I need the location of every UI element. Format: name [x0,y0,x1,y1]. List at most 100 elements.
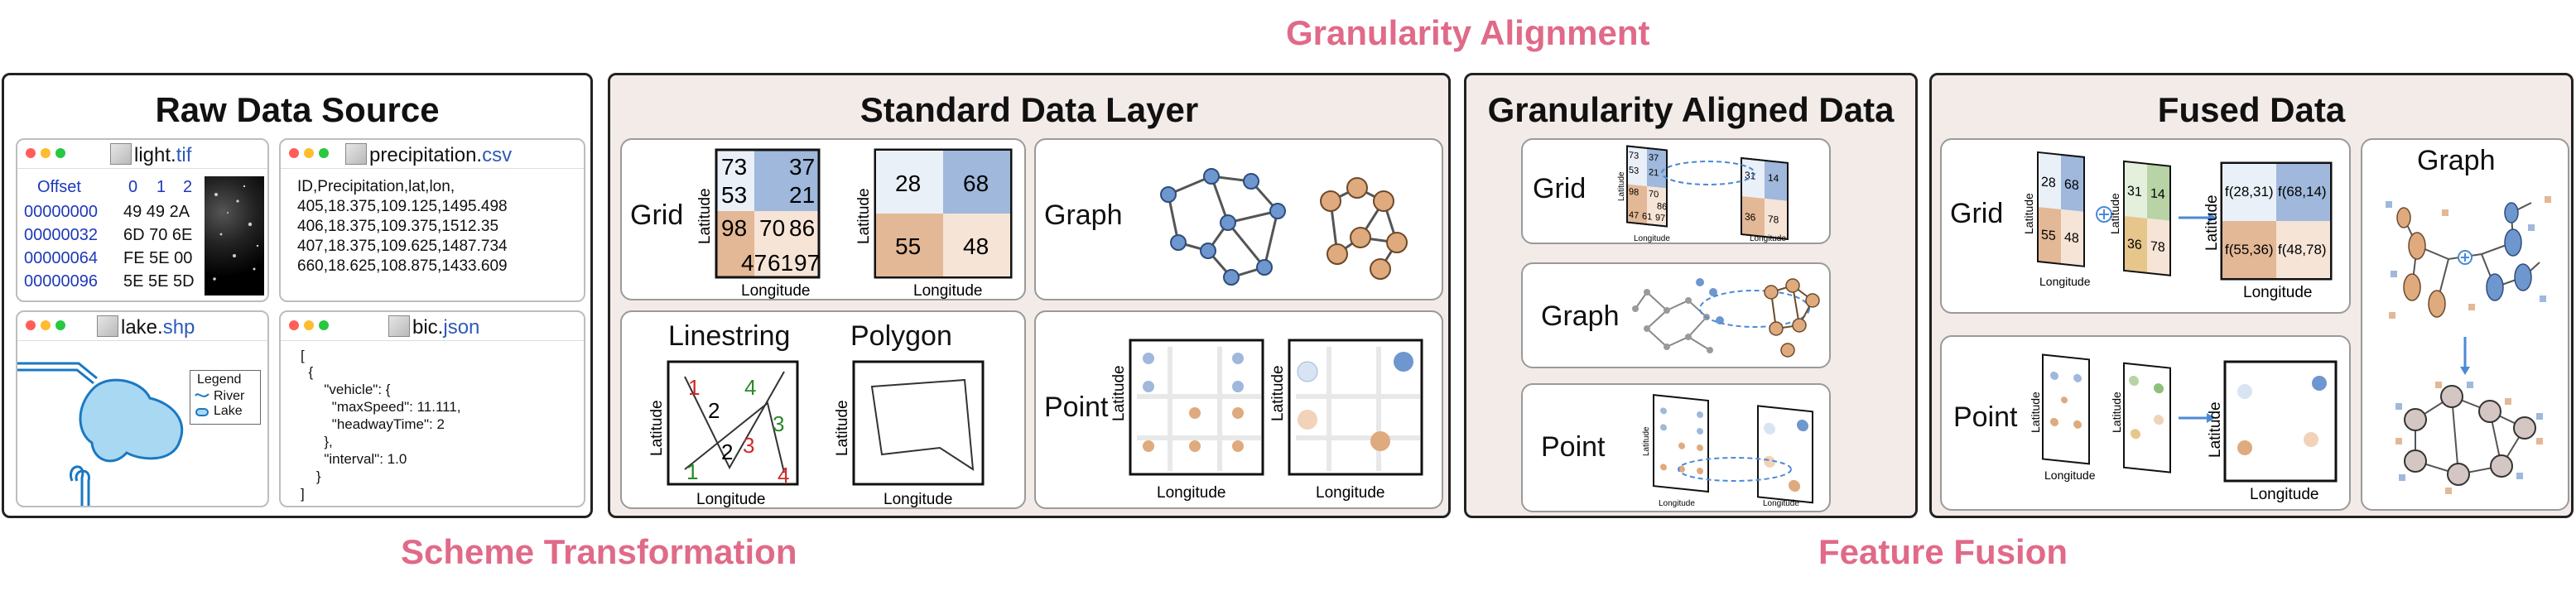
fused-point-card: Point Longitude Longitude Latitude Latit… [1940,335,2351,511]
csv-line: 407,18.375,109.625,1487.734 [297,238,508,255]
arrow-down-icon [2460,367,2470,375]
tif-file-name: light.tif [110,143,191,167]
axis-xlabel: Longitude [913,282,982,299]
aligned-point-label: Point [1541,431,1606,463]
grid-cell-value: 70 [759,215,785,241]
aligned-graph-figure [1632,278,1820,358]
fused-graph-card: Graph [2361,138,2569,511]
json-line: [ [301,348,305,363]
aligned-point-card: Point Longitude Longitude Latitude [1521,383,1831,512]
axis-xlabel: Longitude [1763,499,1799,508]
fused-grid-card: Grid 28 68 55 48 31 14 36 78 [1940,138,2351,314]
axis-xlabel: Longitude [1157,484,1225,502]
raw-data-source-panel: Raw Data Source light.tif Offset 0 1 2 0… [2,73,593,518]
axis-ylabel: Latitude [2203,195,2221,251]
fused-cell-value: 78 [2150,238,2165,255]
tif-bytes: 5E 5E 5D [123,272,195,291]
standard-graph-card: Graph [1034,138,1443,300]
axis-ylabel: Latitude [2110,392,2123,433]
line-node-num: 2 [708,398,720,423]
grid-cell-value: 98 [721,215,747,241]
big-cell-value: 14 [1768,171,1779,184]
axis-xlabel: Longitude [1634,234,1670,243]
axis-ylabel: Latitude [2207,401,2224,458]
alignment-arrow [1661,161,1755,185]
axis-ylabel: Latitude [2031,392,2042,433]
graph-label: Graph [1044,199,1123,231]
small-cell-value: 70 [1649,189,1659,199]
fused-cell-value: 55 [2041,227,2056,243]
fused-cell-value: 31 [2127,183,2142,199]
small-cell-value: 37 [1649,152,1659,163]
stage-label-feature-fusion: Feature Fusion [1818,532,2068,571]
json-file-name: bic.json [388,315,479,339]
fused-cell-value: 14 [2150,185,2165,202]
legend-symbols [195,393,209,416]
fused-grid-label: Grid [1950,198,2004,229]
aligned-grid-label: Grid [1533,173,1587,204]
line-node-num: 1 [688,375,700,400]
grid-cell-value: 86 [789,215,815,241]
linestring-polygon-figure: 1 2 3 4 1 2 3 4 Longitude Latitude Longi… [648,360,985,508]
grid-cell-value: 37 [789,154,815,180]
tif-col-2: 2 [183,178,193,196]
small-cell-value: 86 [1657,201,1667,212]
legend-lake: Lake [214,404,243,418]
axis-xlabel: Longitude [1659,499,1695,508]
line-node-num: 2 [721,440,733,464]
small-cell-value: 61 [1642,211,1652,222]
line-node-num: 4 [778,463,789,488]
fused-grid-figure: 28 68 55 48 31 14 36 78 f(28,31) f(68,14… [2022,151,2333,301]
fused-result-value: f(28,31) [2225,184,2274,199]
big-cell-value: 78 [1768,213,1779,225]
arrow-right-icon [2208,213,2217,223]
file-icon [345,143,367,165]
fused-point-label: Point [1953,401,2018,433]
legend-title: Legend [197,372,242,387]
grid-cell-value: 28 [895,171,921,196]
fused-panel-title: Fused Data [2157,90,2346,129]
axis-xlabel: Longitude [2039,275,2091,288]
axis-ylabel: Latitude [834,400,851,456]
axis-xlabel: Longitude [696,491,765,508]
lake-shape [79,378,184,463]
axis-ylabel: Latitude [2108,193,2121,234]
csv-file-window: precipitation.csv ID,Precipitation,lat,l… [279,138,585,302]
fused-cell-value: 28 [2041,174,2056,190]
grid-cell-value: 68 [963,171,989,196]
axis-xlabel: Longitude [2243,284,2312,301]
axis-xlabel: Longitude [884,491,952,508]
point-label: Point [1044,392,1109,423]
file-icon [388,315,410,337]
tif-offset: 00000000 [24,203,98,221]
grid-cell-value: 53 [721,182,747,208]
fused-result-value: f(68,14) [2278,184,2327,199]
axis-ylabel: Latitude [648,400,666,456]
tif-bytes: 49 49 2A [123,203,190,221]
aligned-grid-card: Grid 73 37 53 21 98 70 86 47 61 97 31 [1521,138,1831,244]
axis-xlabel: Longitude [1750,234,1786,243]
axis-xlabel: Longitude [2250,486,2318,503]
axis-ylabel: Latitude [2022,193,2035,234]
standard-grid-figure: 73 37 53 21 98 70 86 47 61 97 28 68 55 4… [696,148,1013,299]
json-line: { [301,364,314,380]
small-cell-value: 47 [1629,210,1639,221]
standard-graph-figure [1160,168,1408,286]
standard-point-figure: Longitude Latitude Longitude Latitude [1112,339,1423,502]
shp-file-window: lake.shp Legend River Lake [16,310,269,507]
axis-ylabel: Latitude [1617,171,1626,201]
stage-label-granularity-alignment: Granularity Alignment [1286,13,1650,52]
axis-ylabel: Latitude [1269,365,1287,421]
standard-grid-card: Grid 73 37 53 21 98 70 86 47 61 [620,138,1026,300]
river-line [17,362,98,380]
fused-graph-figure [2386,196,2551,494]
lake-map [17,362,184,506]
legend-river: River [214,389,245,403]
fused-result-value: f(55,36) [2225,242,2274,257]
satellite-image-thumbnail [205,176,264,296]
grid-cell-value: 73 [721,154,747,180]
small-cell-value: 21 [1649,167,1659,178]
axis-xlabel: Longitude [2044,468,2096,482]
grid-cell-value: 47 [741,250,767,276]
aligned-graph-label: Graph [1541,300,1620,332]
